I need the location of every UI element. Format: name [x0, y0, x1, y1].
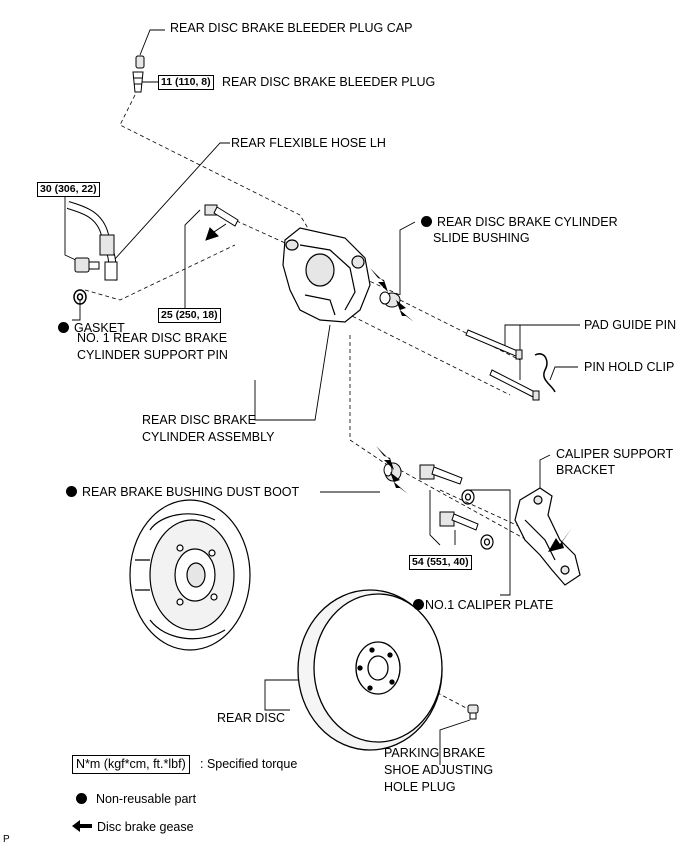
- legend-non-reusable-text: Non-reusable part: [96, 792, 197, 806]
- non-reusable-dot-icon: [58, 322, 69, 333]
- label-hole-plug-line3: HOLE PLUG: [384, 780, 456, 794]
- gasket-drawing: [73, 289, 87, 305]
- label-pin-hold-clip: PIN HOLD CLIP: [584, 360, 675, 374]
- label-slide-bushing-line1: REAR DISC BRAKE CYLINDER: [437, 215, 618, 229]
- cylinder-assembly-drawing: [282, 227, 371, 323]
- flexible-hose-drawing: [66, 201, 118, 281]
- label-bleeder-plug: REAR DISC BRAKE BLEEDER PLUG: [222, 75, 436, 89]
- support-pin-drawing: [204, 204, 239, 227]
- label-dust-boot: REAR BRAKE BUSHING DUST BOOT: [66, 485, 299, 500]
- label-hole-plug-line2: SHOE ADJUSTING: [384, 763, 494, 777]
- grease-arrow-support-pin: [205, 223, 227, 241]
- corner-mark: P: [3, 834, 10, 845]
- label-cylinder-assembly-line2: CYLINDER ASSEMBLY: [142, 430, 275, 444]
- non-reusable-dot-icon: [76, 793, 87, 804]
- non-reusable-dot-icon: [421, 216, 432, 227]
- rear-disc-drawing: [297, 589, 443, 751]
- legend-torque-desc: : Specified torque: [200, 757, 298, 771]
- label-support-pin-line2: CYLINDER SUPPORT PIN: [77, 348, 228, 362]
- legend-grease: Disc brake gease: [97, 820, 194, 834]
- legend-grease-arrow-icon: [72, 820, 92, 832]
- grease-arrow-bracket: [548, 528, 572, 552]
- slide-bushing-drawing: [379, 291, 401, 308]
- dust-boot-drawing: [383, 462, 402, 482]
- caliper-plates-drawing: [461, 489, 494, 550]
- label-pad-guide-pin: PAD GUIDE PIN: [584, 318, 677, 332]
- bleeder-plug-drawing: [132, 71, 144, 93]
- bleeder-plug-cap-drawing: [135, 55, 145, 69]
- label-caliper-plate: NO.1 CALIPER PLATE: [413, 598, 553, 613]
- label-caliper-bracket-line2: BRACKET: [556, 463, 616, 477]
- label-bleeder-plug-cap: REAR DISC BRAKE BLEEDER PLUG CAP: [170, 21, 413, 35]
- label-support-pin-line1: NO. 1 REAR DISC BRAKE: [77, 331, 228, 345]
- union-bolt-drawing: [74, 257, 100, 273]
- label-cylinder-assembly-line1: REAR DISC BRAKE: [142, 413, 256, 427]
- label-rear-disc: REAR DISC: [217, 711, 286, 725]
- bracket-bolts-drawing: [419, 464, 479, 531]
- pad-guide-pins-drawing: [465, 329, 540, 401]
- label-flexible-hose: REAR FLEXIBLE HOSE LH: [231, 136, 386, 150]
- hole-plug-drawing: [467, 704, 479, 720]
- torque-flexible-hose: 30 (306, 22): [37, 182, 100, 197]
- non-reusable-dot-icon: [413, 599, 424, 610]
- label-caliper-bracket-line1: CALIPER SUPPORT: [556, 447, 674, 461]
- non-reusable-dot-icon: [66, 486, 77, 497]
- torque-support-pin: 25 (250, 18): [158, 308, 221, 323]
- label-dust-boot-text: REAR BRAKE BUSHING DUST BOOT: [82, 485, 300, 499]
- caliper-bracket-drawing: [514, 487, 581, 586]
- label-caliper-plate-text: NO.1 CALIPER PLATE: [425, 598, 554, 612]
- assembly-lines: [84, 94, 561, 711]
- label-slide-bushing: REAR DISC BRAKE CYLINDER: [421, 215, 618, 230]
- legend-torque-unit: N*m (kgf*cm, ft.*lbf): [72, 755, 190, 774]
- grease-arrows-dust-boot: [376, 446, 408, 494]
- grease-arrows-slide-bushing: [370, 268, 414, 322]
- legend-non-reusable: Non-reusable part: [76, 792, 196, 807]
- pin-hold-clip-drawing: [534, 353, 556, 393]
- torque-bleeder-plug: 11 (110, 8): [158, 75, 214, 90]
- label-slide-bushing-line2: SLIDE BUSHING: [433, 231, 530, 245]
- label-gasket: GASKET: [58, 321, 125, 336]
- label-hole-plug-line1: PARKING BRAKE: [384, 746, 486, 760]
- backing-plate-drawing: [129, 499, 251, 651]
- torque-bracket-bolts: 54 (551, 40): [409, 555, 472, 570]
- label-gasket-text: GASKET: [74, 321, 125, 335]
